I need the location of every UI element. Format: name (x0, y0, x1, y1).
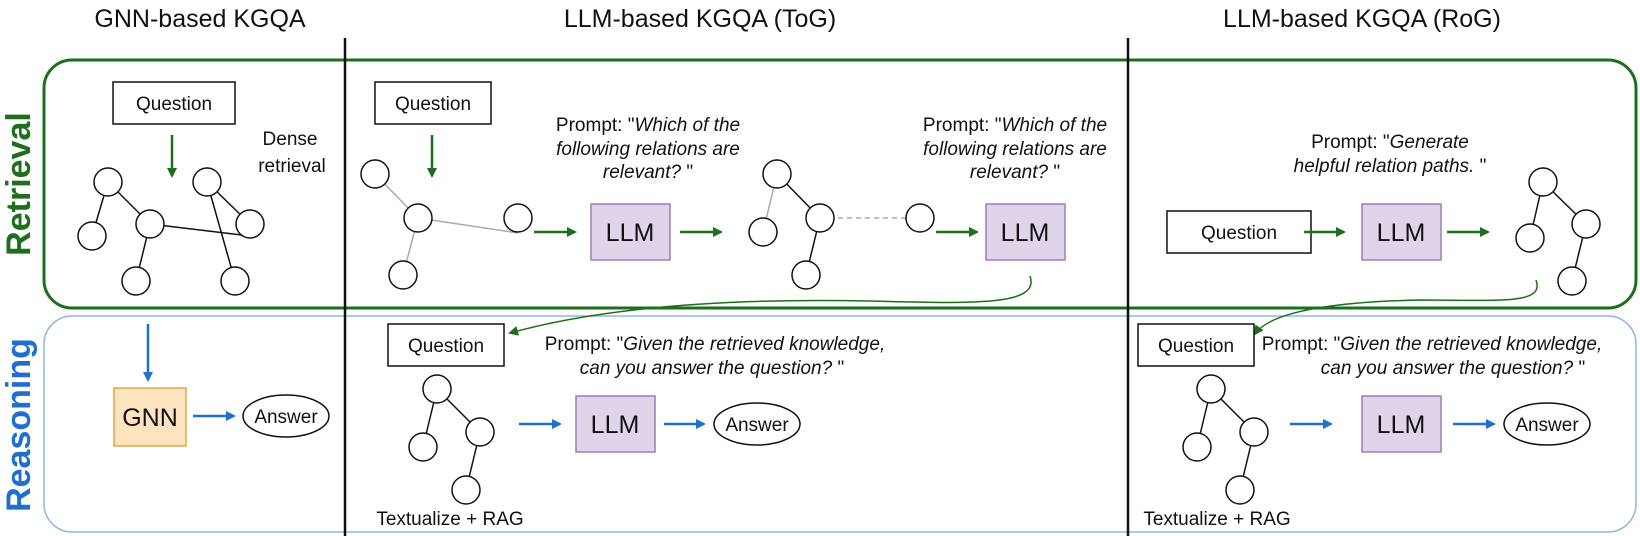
rog-textualize-label: Textualize + RAG (1143, 509, 1290, 530)
tog-reason-prompt-line-1: Prompt: "Given the retrieved knowledge, (545, 334, 885, 355)
graph-node (121, 266, 151, 296)
graph-node (422, 374, 452, 404)
graph-node (1515, 223, 1545, 253)
retrieval-panel (42, 58, 1638, 310)
graph-node (1196, 374, 1226, 404)
graph-node (135, 209, 165, 239)
gnn-label: GNN (122, 404, 178, 432)
graph-node (235, 209, 265, 239)
graph-node (360, 159, 390, 189)
tog-llm-label-2: LLM (1001, 219, 1050, 247)
rog-reason-llm-label: LLM (1377, 411, 1426, 439)
column-title-tog: LLM-based KGQA (ToG) (564, 5, 836, 33)
graph-node (403, 203, 433, 233)
dense-retrieval-line-1: Dense (263, 129, 318, 150)
tog-prompt-1-line-3: relevant? " (603, 162, 693, 183)
tog-prompt-2-line-1: Prompt: "Which of the (923, 115, 1107, 136)
graph-node (77, 221, 107, 251)
tog-reasoning-graph (408, 374, 495, 505)
graph-node (748, 217, 778, 247)
tog-prompt-2-line-3: relevant? " (970, 162, 1060, 183)
rog-reason-prompt-line-1: Prompt: "Given the retrieved knowledge, (1262, 334, 1602, 355)
column-title-rog: LLM-based KGQA (RoG) (1223, 5, 1501, 33)
rog-llm-box (1361, 203, 1442, 261)
tog-knowledge-graph-1 (360, 159, 533, 290)
graph-node (1571, 209, 1601, 239)
rog-prompt-line-2: helpful relation paths. " (1294, 156, 1487, 177)
tog-answer-label: Answer (725, 415, 789, 436)
graph-node (93, 167, 123, 197)
gnn-question-box (112, 81, 236, 125)
graph-node (905, 203, 935, 233)
rog-reason-llm-box (1361, 395, 1442, 453)
tog-textualize-label: Textualize + RAG (376, 509, 523, 530)
tog-prompt-2-line-2: following relations are (923, 139, 1107, 160)
graph-node (1182, 432, 1212, 462)
row-label-reasoning: Reasoning (0, 338, 38, 512)
rog-answer-ellipse (1503, 402, 1591, 446)
rog-relation-paths-graph (1515, 167, 1601, 296)
graph-node (762, 159, 792, 189)
tog-question-box (374, 81, 492, 125)
tog-reason-prompt-line-2: can you answer the question? " (580, 358, 844, 379)
rog-question-label: Question (1201, 223, 1277, 244)
rog-question-box (1166, 210, 1312, 254)
tog-answer-ellipse (713, 402, 801, 446)
dense-retrieval-line-2: retrieval (258, 156, 326, 177)
rog-reason-prompt-line-2: can you answer the question? " (1321, 358, 1585, 379)
tog-reason-llm-box (575, 395, 656, 453)
tog-reason-llm-label: LLM (591, 411, 640, 439)
graph-node (1557, 266, 1587, 296)
tog-llm-box-2 (985, 203, 1066, 261)
rog-retrieval-to-reasoning-curve (1253, 279, 1538, 336)
graph-node (220, 266, 250, 296)
graph-node (1239, 417, 1269, 447)
rog-reason-question-label: Question (1158, 336, 1234, 357)
graph-node (805, 203, 835, 233)
rog-reasoning-graph (1182, 374, 1269, 505)
rog-prompt-line-1: Prompt: "Generate (1311, 132, 1469, 153)
rog-llm-label: LLM (1377, 219, 1426, 247)
graph-node (192, 167, 222, 197)
rog-answer-label: Answer (1515, 415, 1579, 436)
gnn-answer-label: Answer (254, 407, 318, 428)
tog-reason-question-box (387, 323, 505, 367)
graph-node (503, 203, 533, 233)
graph-node (451, 475, 481, 505)
graph-node (791, 260, 821, 290)
reasoning-panel (43, 315, 1637, 533)
row-label-retrieval: Retrieval (0, 112, 38, 256)
gnn-answer-ellipse (242, 394, 330, 438)
graph-node (1225, 475, 1255, 505)
tog-llm-box-1 (590, 203, 671, 261)
graph-node (465, 417, 495, 447)
gnn-knowledge-graph (77, 167, 265, 296)
tog-prompt-1-line-2: following relations are (556, 139, 740, 160)
tog-llm-label-1: LLM (606, 219, 655, 247)
gnn-question-label: Question (136, 94, 212, 115)
gnn-box (113, 387, 187, 447)
graph-node (1528, 167, 1558, 197)
tog-prompt-1-line-1: Prompt: "Which of the (556, 115, 740, 136)
graph-node (408, 432, 438, 462)
tog-knowledge-graph-2 (748, 159, 935, 290)
column-title-gnn: GNN-based KGQA (94, 5, 306, 33)
graph-node (388, 260, 418, 290)
rog-reason-question-box (1137, 323, 1255, 367)
tog-question-label: Question (395, 94, 471, 115)
tog-reason-question-label: Question (408, 336, 484, 357)
tog-retrieval-to-reasoning-curve (508, 275, 1032, 336)
